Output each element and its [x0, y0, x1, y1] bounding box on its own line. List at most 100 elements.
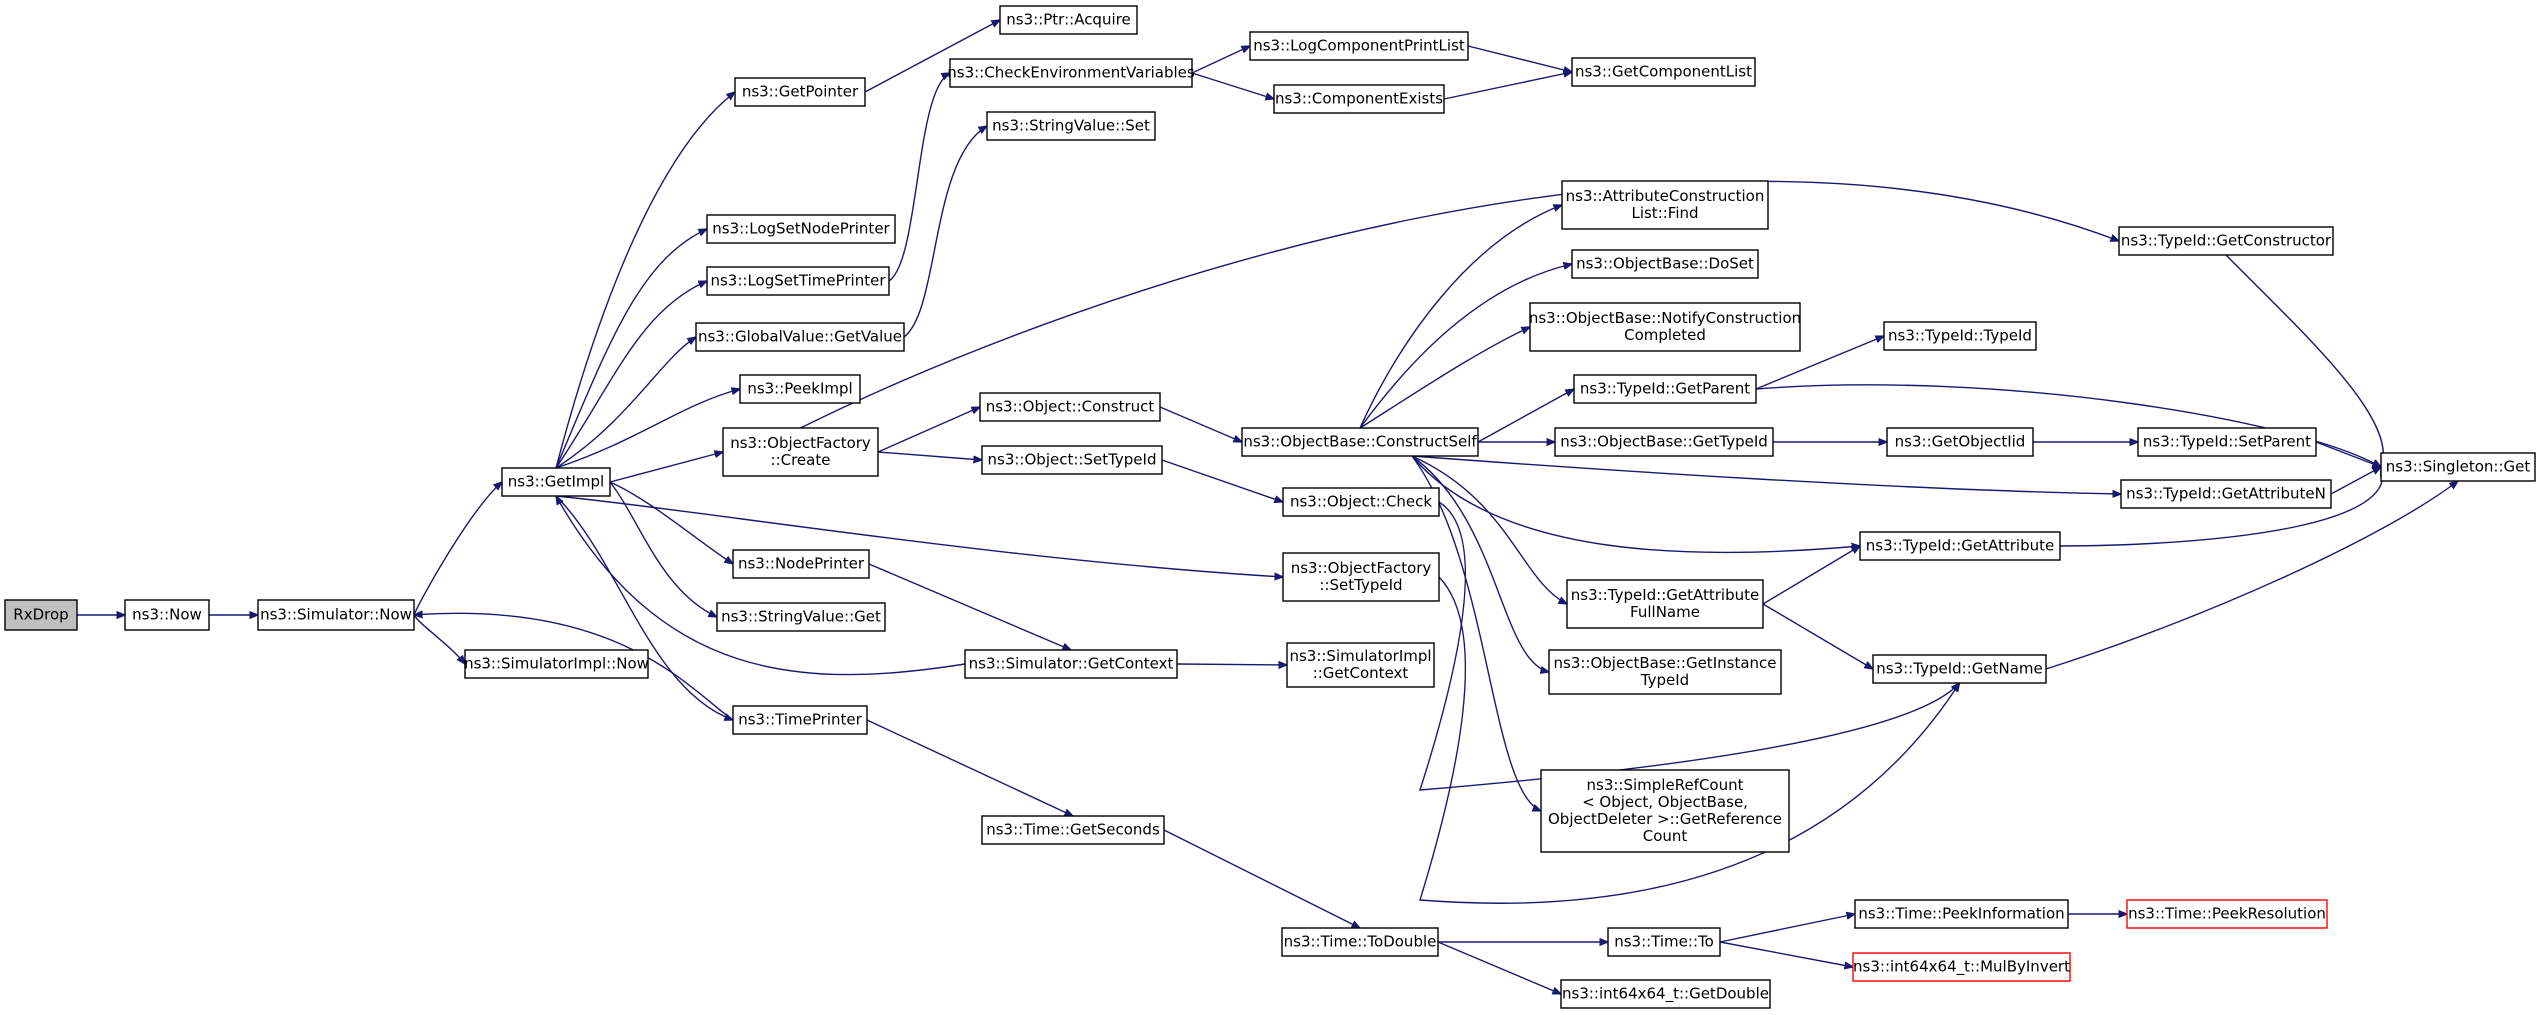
node-box [1607, 927, 1721, 957]
node-label: ns3::Time::PeekInformation [1858, 905, 2064, 923]
node-label: List::Find [1631, 204, 1698, 222]
node-logsettimeprinter[interactable]: ns3::LogSetTimePrinter [706, 266, 890, 296]
node-logcompprintlist[interactable]: ns3::LogComponentPrintList [1249, 31, 1469, 61]
node-objfactorycreate[interactable]: ns3::ObjectFactory::Create [722, 427, 879, 477]
node-box [706, 214, 896, 244]
edge-typeidgetparent-to-typeidtypeid [1755, 335, 1884, 390]
node-objfactorysettypeid[interactable]: ns3::ObjectFactory::SetTypeId [1282, 552, 1440, 602]
node-getimpl[interactable]: ns3::GetImpl [501, 467, 611, 497]
edge-simnow-to-getimpl [413, 482, 502, 616]
node-label: ns3::TypeId::TypeId [1888, 327, 2032, 345]
node-label: ns3::StringValue::Get [721, 608, 881, 626]
node-label: ns3::GlobalValue::GetValue [698, 328, 902, 346]
node-typeidtypeid[interactable]: ns3::TypeId::TypeId [1883, 321, 2037, 351]
node-rxdrop[interactable]: RxDrop [4, 599, 78, 631]
node-box [1872, 654, 2047, 684]
node-simimplnow[interactable]: ns3::SimulatorImpl::Now [464, 649, 649, 679]
node-timeto[interactable]: ns3::Time::To [1607, 927, 1721, 957]
edge-compexists-to-getcomplist [1443, 72, 1572, 100]
node-simnow[interactable]: ns3::Simulator::Now [257, 599, 415, 631]
node-label: ns3::Object::Check [1290, 493, 1432, 511]
edge-globalvaluegetvalue-to-stringvalueset [903, 126, 987, 338]
node-label: ns3::Singleton::Get [2386, 458, 2531, 476]
node-typeidgetattribute[interactable]: ns3::TypeId::GetAttribute [1859, 531, 2061, 561]
node-typeidsetparent[interactable]: ns3::TypeId::SetParent [2137, 427, 2317, 457]
node-label: ns3::ObjectFactory [1291, 559, 1432, 577]
edge-getimpl-to-peekimpl [555, 389, 740, 469]
edge-typeidgetparent-to-singletonget [1755, 384, 2381, 467]
node-timepeekinfo[interactable]: ns3::Time::PeekInformation [1854, 899, 2069, 929]
node-label: ns3::CheckEnvironmentVariables [947, 64, 1195, 82]
node-getobjectiid[interactable]: ns3::GetObjectIid [1886, 427, 2034, 457]
node-getpointer[interactable]: ns3::GetPointer [734, 77, 866, 107]
node-now[interactable]: ns3::Now [124, 599, 210, 631]
node-stringvalueset[interactable]: ns3::StringValue::Set [986, 111, 1156, 141]
node-objbasegettypeid[interactable]: ns3::ObjectBase::GetTypeId [1554, 427, 1774, 457]
node-timetodouble[interactable]: ns3::Time::ToDouble [1281, 927, 1439, 957]
node-label: Count [1643, 827, 1688, 845]
node-nodeprinter[interactable]: ns3::NodePrinter [732, 549, 870, 579]
node-typeidgetattributen[interactable]: ns3::TypeId::GetAttributeN [2120, 479, 2332, 509]
node-label: ns3::ObjectBase::NotifyConstruction [1529, 309, 1801, 327]
node-box [2126, 899, 2328, 929]
node-logsetnodeprinter[interactable]: ns3::LogSetNodePrinter [706, 214, 896, 244]
node-box [1241, 427, 1479, 457]
node-objconstruct[interactable]: ns3::Object::Construct [979, 392, 1161, 422]
node-getcomplist[interactable]: ns3::GetComponentList [1571, 57, 1756, 87]
node-label: ns3::GetComponentList [1575, 63, 1752, 81]
edge-objsettypeid-to-objcheck [1161, 459, 1283, 502]
node-objsettypeid[interactable]: ns3::Object::SetTypeId [981, 445, 1163, 475]
node-box [732, 705, 868, 735]
node-typeidgetname[interactable]: ns3::TypeId::GetName [1872, 654, 2047, 684]
node-typeidgetparent[interactable]: ns3::TypeId::GetParent [1573, 374, 1757, 404]
node-label: ns3::GetImpl [508, 473, 604, 491]
node-box [981, 815, 1165, 845]
edge-getimpl-to-objfactorycreate [609, 452, 723, 483]
edge-timeto-to-int64mulbyinvert [1719, 941, 1853, 967]
edge-typeidgetconstructor-to-singletonget [2225, 254, 2383, 467]
node-timepeekres[interactable]: ns3::Time::PeekResolution [2126, 899, 2328, 929]
node-box [1566, 579, 1764, 629]
node-simgetcontext[interactable]: ns3::Simulator::GetContext [964, 649, 1178, 679]
node-timegetseconds[interactable]: ns3::Time::GetSeconds [981, 815, 1165, 845]
node-objbaseconstructself[interactable]: ns3::ObjectBase::ConstructSelf [1241, 427, 1479, 457]
node-typeidgetconstructor[interactable]: ns3::TypeId::GetConstructor [2118, 226, 2334, 256]
edge-simgetcontext-to-getimpl [556, 496, 966, 676]
node-compexists[interactable]: ns3::ComponentExists [1273, 84, 1445, 114]
node-singletonget[interactable]: ns3::Singleton::Get [2380, 452, 2536, 482]
node-box [981, 445, 1163, 475]
node-globalvaluegetvalue[interactable]: ns3::GlobalValue::GetValue [695, 322, 905, 352]
node-label: ns3::TypeId::GetAttributeN [2126, 485, 2326, 503]
node-timeprinter[interactable]: ns3::TimePrinter [732, 705, 868, 735]
node-objbasenotify[interactable]: ns3::ObjectBase::NotifyConstructionCompl… [1529, 302, 1801, 352]
edge-logsettimeprinter-to-checkenv [888, 73, 950, 282]
node-simimplgetcontext[interactable]: ns3::SimulatorImpl::GetContext [1286, 642, 1435, 688]
node-simplerefcount[interactable]: ns3::SimpleRefCount< Object, ObjectBase,… [1540, 769, 1790, 853]
node-objbasedoset[interactable]: ns3::ObjectBase::DoSet [1571, 249, 1759, 279]
node-box [722, 427, 879, 477]
edge-objbaseconstructself-to-typeidgetattrfullname [1411, 455, 1567, 604]
node-box [1282, 487, 1440, 517]
node-label: ns3::TypeId::SetParent [2143, 433, 2311, 451]
node-label: RxDrop [13, 606, 68, 624]
node-int64mulbyinvert[interactable]: ns3::int64x64_t::MulByInvert [1852, 952, 2071, 982]
node-label: ns3::TypeId::GetName [1876, 660, 2042, 678]
edge-timetodouble-to-int64getdouble [1437, 941, 1561, 994]
node-peekimpl[interactable]: ns3::PeekImpl [739, 374, 861, 404]
edge-simnow-to-simimplnow [413, 614, 465, 664]
node-label: ns3::Time::To [1614, 933, 1714, 951]
node-checkenv[interactable]: ns3::CheckEnvironmentVariables [947, 58, 1195, 88]
node-stringvalueget[interactable]: ns3::StringValue::Get [716, 602, 886, 632]
node-objcheck[interactable]: ns3::Object::Check [1282, 487, 1440, 517]
node-label: ns3::NodePrinter [738, 555, 865, 573]
edge-objcheck-to-typeidgetname [1419, 501, 1960, 791]
node-box [4, 599, 78, 631]
node-box [1852, 952, 2071, 982]
node-ptracquire[interactable]: ns3::Ptr::Acquire [999, 5, 1138, 35]
node-int64getdouble[interactable]: ns3::int64x64_t::GetDouble [1560, 979, 1771, 1009]
edge-getimpl-to-stringvalueget [609, 481, 717, 617]
